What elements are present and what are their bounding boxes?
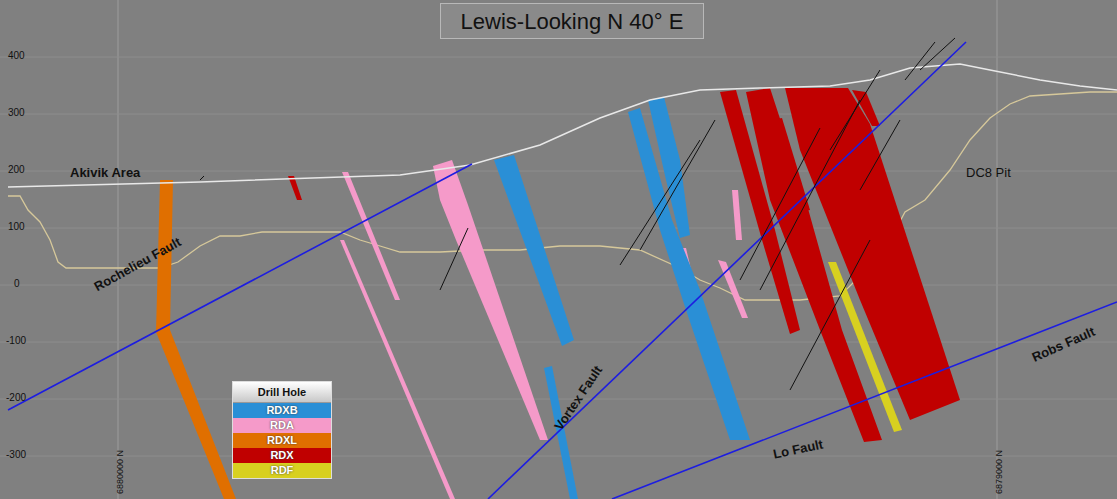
legend-text: RDXB [233,403,331,418]
elevation-tick: -300 [6,450,26,460]
grid-label: 6880000 N [116,450,125,494]
legend-row: RDF [233,463,331,478]
elevation-tick: -100 [6,336,26,346]
elevation-tick: 0 [14,279,20,289]
legend-row: RDXL [233,433,331,448]
pit-label: DC8 Pit [966,166,1011,179]
legend-row: RDX [233,448,331,463]
legend-table: Drill HoleRDXBRDARDXLRDXRDF [232,381,332,479]
title-box: Lewis-Looking N 40° E [440,3,704,39]
legend-row: RDA [233,418,331,433]
fault-label: Lo Fault [772,437,824,460]
fault-label: Vortex Fault [552,364,604,433]
legend-text: RDXL [233,433,331,448]
legend-header: Drill Hole [233,382,331,403]
section-title: Lewis-Looking N 40° E [441,9,703,35]
area-label: Akivik Area [70,166,140,179]
elevation-tick: -200 [6,393,26,403]
legend-text: RDX [233,448,331,463]
legend-text: RDF [233,463,331,478]
elevation-tick: 100 [8,222,25,232]
elevation-tick: 300 [8,108,25,118]
grid-label: 6879000 N [995,450,1004,494]
fault-label: Robs Fault [1030,325,1097,364]
legend-row: RDXB [233,403,331,418]
elevation-tick: 200 [8,165,25,175]
legend-text: RDA [233,418,331,433]
elevation-tick: 400 [8,51,25,61]
